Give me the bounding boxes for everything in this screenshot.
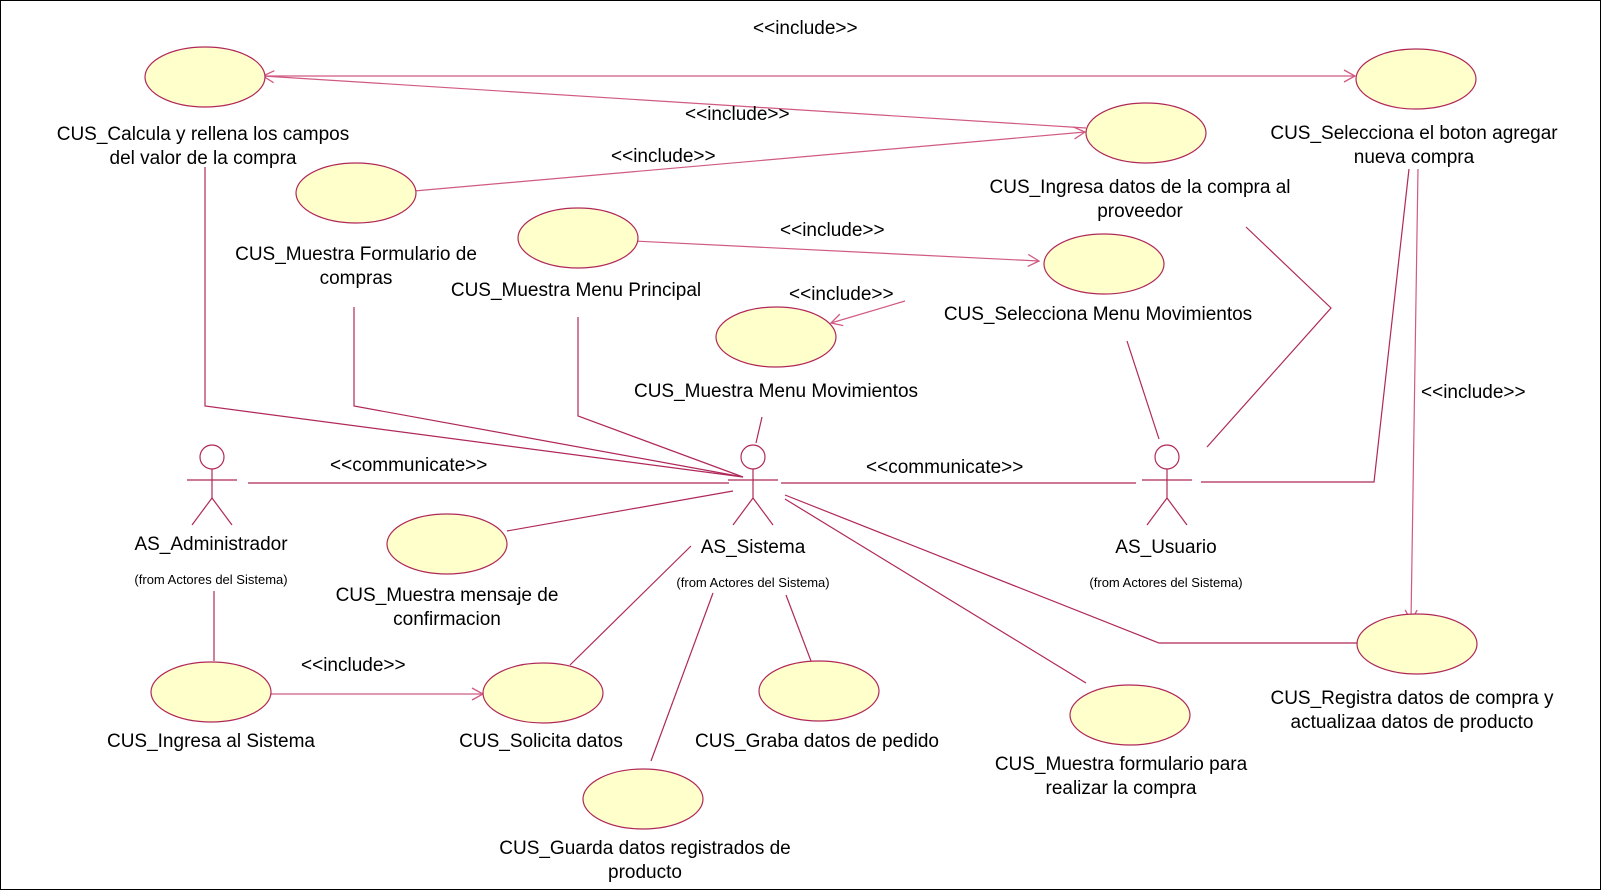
actor-origin: (from Actores del Sistema) <box>134 572 288 587</box>
include-label: <<include>> <box>789 284 894 305</box>
include-relations <box>261 69 1419 701</box>
actor-name: AS_Sistema <box>700 537 806 558</box>
actor-name: AS_Usuario <box>1115 537 1217 558</box>
actor-sistema-figure <box>728 444 778 526</box>
use-case-selecciona-boton <box>1355 48 1477 110</box>
actor-origin: (from Actores del Sistema) <box>1089 575 1243 590</box>
actor-name: AS_Administrador <box>134 534 288 555</box>
include-label: <<include>> <box>1421 382 1526 403</box>
include-label: <<include>> <box>611 146 716 167</box>
use-case-ingresa-sistema <box>150 661 272 723</box>
use-case-registra-datos <box>1356 613 1478 675</box>
include-line <box>633 240 1041 268</box>
use-case-guarda-datos <box>582 768 704 830</box>
assoc-line <box>755 416 763 444</box>
use-case-ellipses <box>144 46 1478 830</box>
assoc-line <box>650 592 714 762</box>
use-case-muestra-menu-mov <box>715 306 837 368</box>
association-lines <box>204 167 1410 762</box>
actor-administrador-figure <box>187 444 237 526</box>
assoc-line <box>204 167 744 478</box>
assoc-line <box>1126 340 1160 440</box>
include-line <box>413 126 1087 192</box>
use-case-graba-datos <box>758 660 880 722</box>
use-case-label: CUS_Muestra Menu Principal <box>450 280 702 301</box>
assoc-line <box>784 498 1087 684</box>
use-case-label: CUS_Ingresa al Sistema <box>106 731 316 752</box>
include-line <box>829 300 906 327</box>
include-label: <<include>> <box>780 220 885 241</box>
use-case-label: CUS_Solicita datos <box>459 731 623 752</box>
actor-figures <box>187 444 1192 526</box>
assoc-line <box>353 307 744 478</box>
assoc-line <box>785 594 812 662</box>
assoc-line <box>569 545 692 666</box>
use-case-muestra-mensaje <box>386 513 508 575</box>
use-case-calcula <box>144 46 266 108</box>
use-case-muestra-formulario-compra <box>1069 684 1191 746</box>
communicate-label: <<communicate>> <box>866 457 1024 478</box>
actor-usuario-figure <box>1142 444 1192 526</box>
assoc-line <box>1206 226 1332 448</box>
communicate-label: <<communicate>> <box>330 455 488 476</box>
use-case-label: CUS_Muestra Menu Movimientos <box>633 381 919 402</box>
include-label: <<include>> <box>753 18 858 39</box>
assoc-line <box>1201 168 1410 483</box>
use-case-muestra-menu-principal <box>517 207 639 269</box>
actor-origin: (from Actores del Sistema) <box>676 575 830 590</box>
include-label: <<include>> <box>301 655 406 676</box>
include-line <box>1404 168 1419 623</box>
use-case-muestra-formulario <box>295 162 417 224</box>
assoc-line <box>784 494 1359 644</box>
use-case-ingresa-datos <box>1085 102 1207 164</box>
assoc-line <box>577 317 744 478</box>
include-line <box>261 70 1087 129</box>
assoc-line <box>506 490 734 532</box>
use-case-selecciona-menu <box>1043 233 1165 295</box>
use-case-label: CUS_Selecciona Menu Movimientos <box>943 304 1253 325</box>
use-case-solicita-datos <box>482 662 604 724</box>
include-label: <<include>> <box>685 104 790 125</box>
use-case-label: CUS_Graba datos de pedido <box>695 731 939 752</box>
